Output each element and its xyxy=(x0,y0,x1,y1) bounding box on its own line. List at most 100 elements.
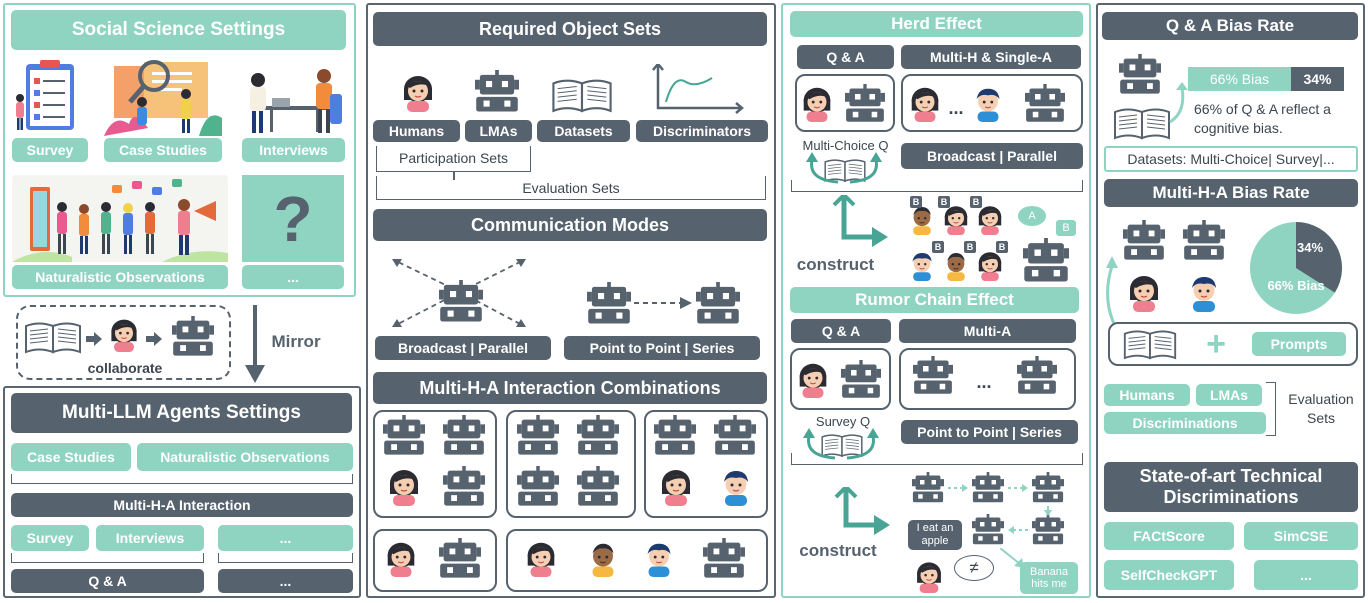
human-girl-icon xyxy=(106,314,142,354)
selfcheckgpt-tag: SelfCheckGPT xyxy=(1104,560,1234,590)
robot-agent-icon xyxy=(838,360,884,400)
not-equal-symbol: ≠ xyxy=(969,558,979,577)
interviews-illustration xyxy=(242,58,345,136)
banana-bubble: Banana hits me xyxy=(1020,562,1078,594)
robot-agent-icon xyxy=(440,415,488,457)
bracket xyxy=(376,146,531,172)
collaborate-box xyxy=(16,305,231,380)
herd-effect-title: Herd Effect xyxy=(790,11,1083,37)
qa-bias-title: Q & A Bias Rate xyxy=(1102,12,1358,40)
eval-humans-tag: Humans xyxy=(1104,384,1190,406)
bracket xyxy=(791,453,1083,465)
case-studies-tag: Case Studies xyxy=(11,443,131,471)
humans-set: Humans xyxy=(373,120,460,142)
datasets-set: Datasets xyxy=(537,120,630,142)
robot-agent-icon xyxy=(1116,54,1164,96)
sota-title: State-of-art Technical Discriminations xyxy=(1104,462,1358,512)
evaluation-sets-label: Evaluation Sets xyxy=(522,180,620,196)
dataset-book-icon xyxy=(1112,106,1172,140)
participation-sets-label: Participation Sets xyxy=(399,150,508,166)
rumor-p2p-tag: Point to Point | Series xyxy=(901,420,1078,444)
datasets-box: Datasets: Multi-Choice| Survey|... xyxy=(1104,146,1358,172)
robot-agent-icon xyxy=(574,466,622,508)
discriminator-chart-icon xyxy=(652,64,744,114)
human-girl-icon xyxy=(382,535,420,581)
choice-b-badge: B xyxy=(970,196,982,208)
case-studies-label: Case Studies xyxy=(104,138,222,162)
survey-tag: Survey xyxy=(11,525,89,551)
social-science-panel xyxy=(3,3,356,297)
simcse-tag: SimCSE xyxy=(1244,522,1358,550)
robot-agent-icon xyxy=(168,316,218,358)
rumor-qa-tag: Q & A xyxy=(791,319,891,343)
dashed-arrow-icon xyxy=(634,297,692,309)
robot-agent-icon xyxy=(1022,84,1068,124)
broadcast-parallel-tag: Broadcast | Parallel xyxy=(375,336,551,360)
rumor-chain-title: Rumor Chain Effect xyxy=(790,287,1079,313)
construct-label: construct xyxy=(796,255,875,274)
human-girl-icon xyxy=(398,68,438,116)
naturalistic-observations-label: Naturalistic Observations xyxy=(12,265,228,289)
interviews-label: Interviews xyxy=(242,138,345,162)
qa-bar: Q & A xyxy=(11,569,204,593)
human-girl-icon xyxy=(912,556,946,596)
human-boy-icon xyxy=(1184,268,1224,316)
qa-rest-segment: 34% xyxy=(1290,67,1344,91)
eval-bracket xyxy=(1266,382,1276,436)
required-object-title: Required Object Sets xyxy=(373,12,767,46)
bracket xyxy=(11,553,204,563)
choice-a-bubble: A xyxy=(1018,206,1046,226)
bracket xyxy=(218,553,353,563)
robot-agent-icon xyxy=(1180,220,1228,262)
dataset-book-icon xyxy=(550,77,614,113)
human-girl-icon xyxy=(522,535,560,581)
crowd-of-humans-icon xyxy=(906,194,1008,286)
herd-broadcast-tag: Broadcast | Parallel xyxy=(901,143,1083,169)
mha-bias-pie: 34% 66% Bias xyxy=(1250,222,1342,314)
robot-agent-icon xyxy=(910,356,956,396)
point-to-point-tag: Point to Point | Series xyxy=(564,336,760,360)
rumor-chain-robots-icon xyxy=(906,470,1078,550)
human-boy-icon xyxy=(640,535,678,581)
construct-arrow-icon xyxy=(834,487,890,535)
communication-modes-title: Communication Modes xyxy=(373,209,767,241)
arrow-right-icon xyxy=(146,332,162,346)
bracket xyxy=(791,180,1083,192)
social-science-title: Social Science Settings xyxy=(11,10,346,50)
rumor-multi-a-tag: Multi-A xyxy=(899,319,1076,343)
broadcast-arrows-icon xyxy=(392,259,526,327)
human-girl-icon xyxy=(794,356,832,402)
choice-b-badge: B xyxy=(910,196,922,208)
robot-agent-icon xyxy=(514,466,562,508)
more-sota-tag: ... xyxy=(1254,560,1358,590)
multi-llm-panel xyxy=(3,386,361,598)
bias-panel xyxy=(1096,3,1365,598)
robot-agent-icon xyxy=(584,282,634,326)
more-bar: ... xyxy=(218,569,353,593)
robot-agent-icon xyxy=(842,84,888,124)
thought-bubble xyxy=(954,555,994,581)
herd-qa-tag: Q & A xyxy=(797,45,894,69)
rumor-ma-box xyxy=(899,348,1076,410)
pie-bias-label: 66% Bias xyxy=(1267,278,1324,293)
plus-icon: + xyxy=(1206,324,1226,363)
question-box: ? xyxy=(242,175,344,262)
bracket xyxy=(376,176,766,200)
human-boy-icon xyxy=(716,462,756,510)
connector xyxy=(453,172,455,180)
robot-agent-icon xyxy=(1018,238,1074,284)
choice-b-badge: B xyxy=(932,241,944,253)
mha-bias-title: Multi-H-A Bias Rate xyxy=(1104,179,1358,207)
effects-panel xyxy=(781,3,1091,598)
eat-apple-bubble: I eat an apple xyxy=(908,520,962,550)
discriminators-set: Discriminators xyxy=(636,120,768,142)
eval-lmas-tag: LMAs xyxy=(1196,384,1262,406)
robot-agent-icon xyxy=(436,280,486,324)
robot-agent-icon xyxy=(700,538,748,580)
human-boy-icon xyxy=(969,80,1007,126)
human-girl-icon xyxy=(906,80,944,126)
ellipsis: ... xyxy=(976,372,992,392)
human-girl-icon xyxy=(384,462,424,510)
eval-discriminations-tag: Discriminations xyxy=(1104,412,1266,434)
collaborate-label: collaborate xyxy=(87,360,163,376)
